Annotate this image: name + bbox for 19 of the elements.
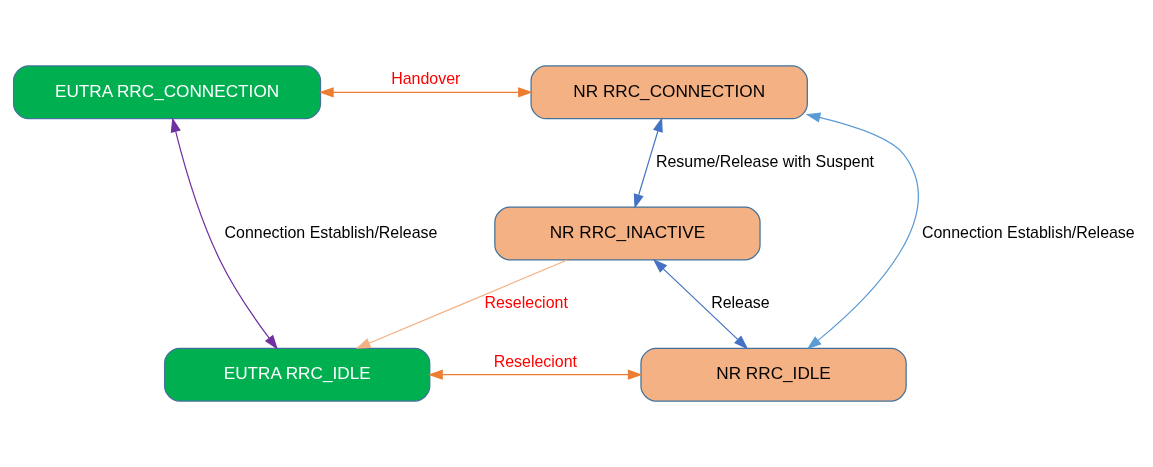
- node-box: EUTRA RRC_CONNECTION: [12, 65, 322, 120]
- edge-label: Reseleciont: [484, 294, 568, 312]
- edge-label: Reseleciont: [493, 352, 578, 370]
- node-box: NR RRC_INACTIVE: [494, 206, 761, 261]
- arrow: [355, 259, 568, 349]
- edge-label: Handover: [391, 70, 461, 88]
- node-box: EUTRA RRC_IDLE: [163, 347, 431, 402]
- edge-label: Connection Establish/Release: [224, 223, 438, 241]
- edge-label: Resume/Release with Suspent: [655, 153, 875, 171]
- arrow: [633, 117, 663, 209]
- arrow: [652, 258, 749, 350]
- arrow: [318, 87, 533, 98]
- arrow: [428, 369, 643, 380]
- arrow: [170, 117, 278, 350]
- node-box: NR RRC_CONNECTION: [530, 65, 808, 120]
- node-box: NR RRC_IDLE: [640, 347, 907, 402]
- arrow: [805, 112, 919, 350]
- edge-label: Release: [711, 294, 770, 312]
- edge-label: Connection Establish/Release: [921, 223, 1135, 241]
